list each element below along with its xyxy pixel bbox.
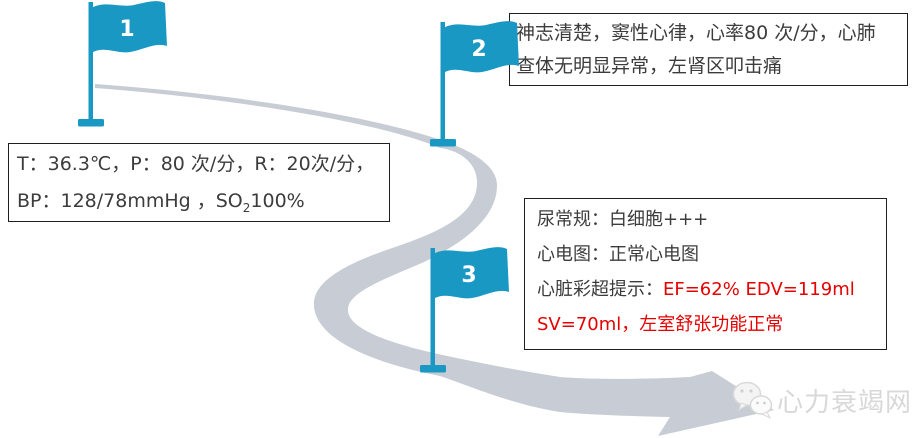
exam-line-2: 查体无明显异常，左肾区叩击痛 (516, 55, 783, 77)
milestone-flag-2: 2 (428, 19, 528, 155)
watermark-label: 心力衰竭网 (777, 387, 913, 418)
flag-icon: 3 (420, 247, 509, 373)
flag-base (78, 119, 104, 127)
milestone-flag-1: 1 (76, 0, 176, 135)
echo-values: EF=62% EDV=119ml (663, 279, 855, 300)
so2-subscript: 2 (242, 200, 251, 215)
flag-pole (88, 2, 93, 121)
milestone-flag-3: 3 (418, 245, 518, 381)
exam-line-1: 神志清楚，窦性心律，心率80 次/分，心肺 (516, 22, 876, 44)
tests-line-3: 心脏彩超提示：EF=62% EDV=119ml (537, 279, 855, 300)
tests-line-2: 心电图：正常心电图 (537, 244, 699, 265)
test-results-box: 尿常规：白细胞+++ 心电图：正常心电图 心脏彩超提示：EF=62% EDV=1… (524, 198, 887, 350)
flag-banner (91, 1, 167, 53)
flag-base (430, 139, 456, 147)
tests-line-4: SV=70ml，左室舒张功能正常 (537, 314, 784, 335)
physical-exam-box: 神志清楚，窦性心律，心率80 次/分，心肺 查体无明显异常，左肾区叩击痛 (509, 13, 908, 86)
flag-icon: 1 (78, 1, 167, 127)
flag-base (420, 365, 446, 373)
site-watermark: 心力衰竭网 (731, 378, 921, 422)
vitals-box: T：36.3℃，P：80 次/分，R：20次/分， BP：128/78mmHg … (8, 143, 390, 222)
flag-pole (440, 22, 445, 141)
tests-line-1: 尿常规：白细胞+++ (537, 209, 709, 230)
flag-banner (433, 247, 509, 299)
flag-number: 3 (461, 263, 476, 288)
flag-pole (430, 248, 435, 367)
flag-icon: 2 (430, 21, 519, 147)
flag-number: 2 (471, 37, 486, 62)
vitals-line-1: T：36.3℃，P：80 次/分，R：20次/分， (17, 153, 375, 175)
wechat-icon (732, 381, 773, 420)
flag-banner (443, 21, 519, 73)
vitals-line-2: BP：128/78mmHg ，SO2100% (17, 190, 305, 215)
flag-number: 1 (119, 17, 134, 42)
